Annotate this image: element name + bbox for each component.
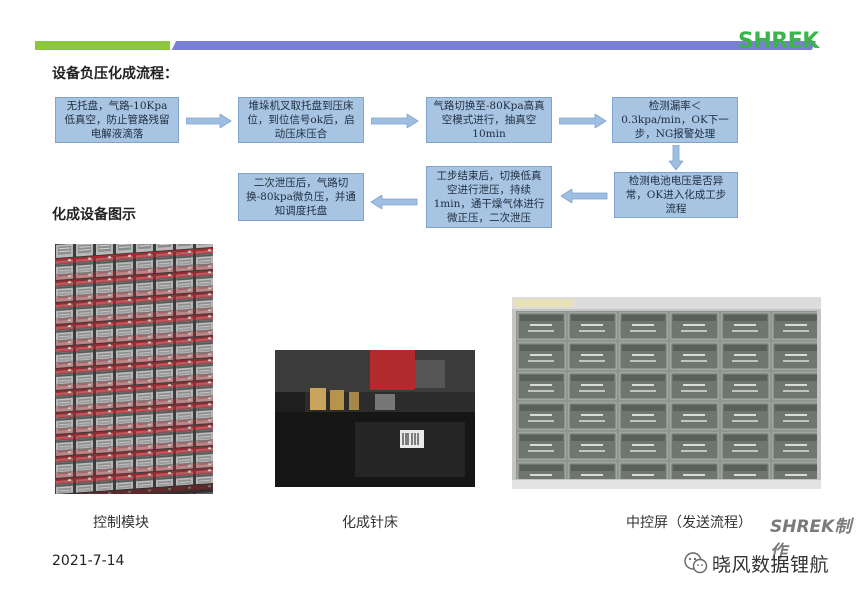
control-screen-photo: [512, 297, 821, 489]
header-green-bar: [35, 41, 170, 50]
flow-step-3: 气路切换至-80Kpa高真空模式进行，抽真空10min: [426, 97, 552, 143]
control-module-photo: [55, 244, 213, 494]
arrow-left-icon: [560, 189, 608, 203]
arrow-down-icon: [669, 145, 683, 171]
flow-step-2: 堆垛机叉取托盘到压床位，到位信号ok后，启动压床压合: [238, 97, 364, 143]
shrek-logo: SHREK: [738, 29, 819, 54]
flow-step-6: 工步结束后，切换低真空进行泄压，持续1min，通干燥气体进行微正压，二次泄压: [426, 166, 552, 228]
equipment-title: 化成设备图示: [52, 207, 136, 223]
watermark-logo: SHREK制作: [770, 517, 852, 562]
arrow-right-icon: [186, 114, 232, 128]
caption-needle-bed: 化成针床: [342, 515, 398, 531]
caption-control-module: 控制模块: [93, 515, 149, 531]
caption-control-screen: 中控屏（发送流程）: [626, 515, 752, 531]
header-blue-bar: [171, 41, 817, 50]
watermark-text: 晓风数据锂航: [712, 554, 830, 576]
arrow-right-icon: [371, 114, 419, 128]
needle-bed-photo: [275, 350, 475, 487]
flow-step-7: 二次泄压后，气路切换-80kpa微负压，并通知调度托盘: [238, 173, 364, 221]
flow-title: 设备负压化成流程：: [52, 66, 178, 82]
flow-step-1: 无托盘，气路-10Kpa低真空，防止管路残留电解液滴落: [55, 97, 179, 143]
flow-step-4: 检测漏率＜0.3kpa/min，OK下一步，NG报警处理: [612, 97, 738, 143]
arrow-right-icon: [559, 114, 607, 128]
arrow-left-icon: [370, 195, 418, 209]
date-label: 2021-7-14: [52, 553, 125, 569]
wechat-icon: [683, 551, 709, 579]
flow-step-5: 检测电池电压是否异常，OK进入化成工步流程: [614, 172, 738, 218]
